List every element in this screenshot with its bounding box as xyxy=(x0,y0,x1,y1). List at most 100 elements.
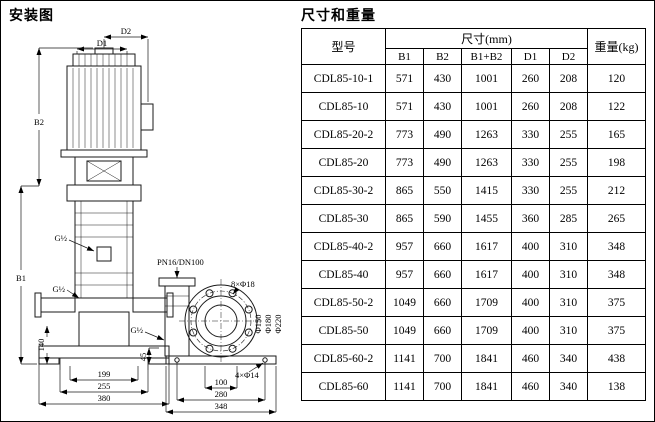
value-cell: 1001 xyxy=(461,92,512,121)
model-cell: CDL85-10-1 xyxy=(301,64,386,93)
col-header-b1: B1 xyxy=(385,48,424,65)
flange-top-view xyxy=(179,279,263,363)
dimension-lines xyxy=(18,34,277,415)
table-title: 尺寸和重量 xyxy=(301,7,376,23)
value-cell: 490 xyxy=(423,120,462,149)
value-cell: 198 xyxy=(587,148,647,177)
model-cell: CDL85-50-2 xyxy=(301,288,386,317)
value-cell: 773 xyxy=(385,120,424,149)
dim-label-199: 199 xyxy=(98,369,111,379)
value-cell: 430 xyxy=(423,92,462,121)
model-cell: CDL85-60-2 xyxy=(301,344,386,373)
col-header-d2: D2 xyxy=(548,48,589,65)
value-cell: 773 xyxy=(385,148,424,177)
value-cell: 310 xyxy=(548,288,589,317)
value-cell: 165 xyxy=(587,120,647,149)
value-cell: 1049 xyxy=(385,316,424,345)
model-cell: CDL85-40-2 xyxy=(301,232,386,261)
value-cell: 550 xyxy=(423,176,462,205)
value-cell: 330 xyxy=(511,120,550,149)
value-cell: 400 xyxy=(511,260,550,289)
value-cell: 265 xyxy=(587,204,647,233)
value-cell: 212 xyxy=(587,176,647,205)
value-cell: 460 xyxy=(511,344,550,373)
dim-label-255: 255 xyxy=(98,381,111,391)
value-cell: 208 xyxy=(548,64,589,93)
value-cell: 348 xyxy=(587,232,647,261)
value-cell: 571 xyxy=(385,92,424,121)
col-header-weight: 重量(kg) xyxy=(587,28,647,65)
value-cell: 700 xyxy=(423,372,462,401)
port-label-g-half-mid: G½ xyxy=(52,284,65,294)
model-cell: CDL85-30-2 xyxy=(301,176,386,205)
value-cell: 260 xyxy=(511,92,550,121)
model-cell: CDL85-60 xyxy=(301,372,386,401)
value-cell: 330 xyxy=(511,176,550,205)
value-cell: 360 xyxy=(511,204,550,233)
value-cell: 375 xyxy=(587,288,647,317)
value-cell: 1841 xyxy=(461,344,512,373)
value-cell: 1617 xyxy=(461,260,512,289)
dim-label-d1: D1 xyxy=(97,38,107,48)
bolt-circle-label: 8×Φ18 xyxy=(231,279,255,289)
model-cell: CDL85-30 xyxy=(301,204,386,233)
model-cell: CDL85-20-2 xyxy=(301,120,386,149)
value-cell: 400 xyxy=(511,232,550,261)
value-cell: 260 xyxy=(511,64,550,93)
value-cell: 865 xyxy=(385,204,424,233)
value-cell: 1263 xyxy=(461,148,512,177)
model-cell: CDL85-10 xyxy=(301,92,386,121)
value-cell: 1841 xyxy=(461,372,512,401)
value-cell: 255 xyxy=(548,176,589,205)
value-cell: 700 xyxy=(423,344,462,373)
value-cell: 348 xyxy=(587,260,647,289)
value-cell: 310 xyxy=(548,316,589,345)
dia-180-label: Φ180 xyxy=(263,315,273,334)
pump-installation-drawing: D2 D1 B2 B1 G½ G½ G½ PN16/DN100 8×Φ18 Φ1… xyxy=(16,26,283,415)
value-cell: 438 xyxy=(587,344,647,373)
flange-spec-label: PN16/DN100 xyxy=(157,257,204,267)
dia-150-label: Φ150 xyxy=(253,315,263,334)
value-cell: 285 xyxy=(548,204,589,233)
value-cell: 120 xyxy=(587,64,647,93)
col-header-model: 型号 xyxy=(301,28,386,65)
col-header-d1: D1 xyxy=(511,48,550,65)
value-cell: 1049 xyxy=(385,288,424,317)
value-cell: 957 xyxy=(385,232,424,261)
value-cell: 255 xyxy=(548,120,589,149)
value-cell: 1709 xyxy=(461,316,512,345)
value-cell: 138 xyxy=(587,372,647,401)
model-cell: CDL85-40 xyxy=(301,260,386,289)
port-label-g-half-right: G½ xyxy=(130,325,143,335)
model-cell: CDL85-20 xyxy=(301,148,386,177)
dim-label-348: 348 xyxy=(215,401,228,411)
diagram-title: 安装图 xyxy=(9,7,54,23)
value-cell: 208 xyxy=(548,92,589,121)
motor-assembly xyxy=(60,47,154,158)
value-cell: 865 xyxy=(385,176,424,205)
value-cell: 400 xyxy=(511,288,550,317)
value-cell: 1263 xyxy=(461,120,512,149)
value-cell: 400 xyxy=(511,316,550,345)
dim-label-b2: B2 xyxy=(34,117,44,127)
base-holes-label: 4×Φ14 xyxy=(235,370,260,380)
dim-label-b1: B1 xyxy=(16,273,26,283)
value-cell: 660 xyxy=(423,260,462,289)
value-cell: 375 xyxy=(587,316,647,345)
col-header-size-group: 尺寸(mm) xyxy=(384,28,589,49)
value-cell: 310 xyxy=(548,232,589,261)
dim-label-140: 140 xyxy=(36,339,46,352)
value-cell: 310 xyxy=(548,260,589,289)
